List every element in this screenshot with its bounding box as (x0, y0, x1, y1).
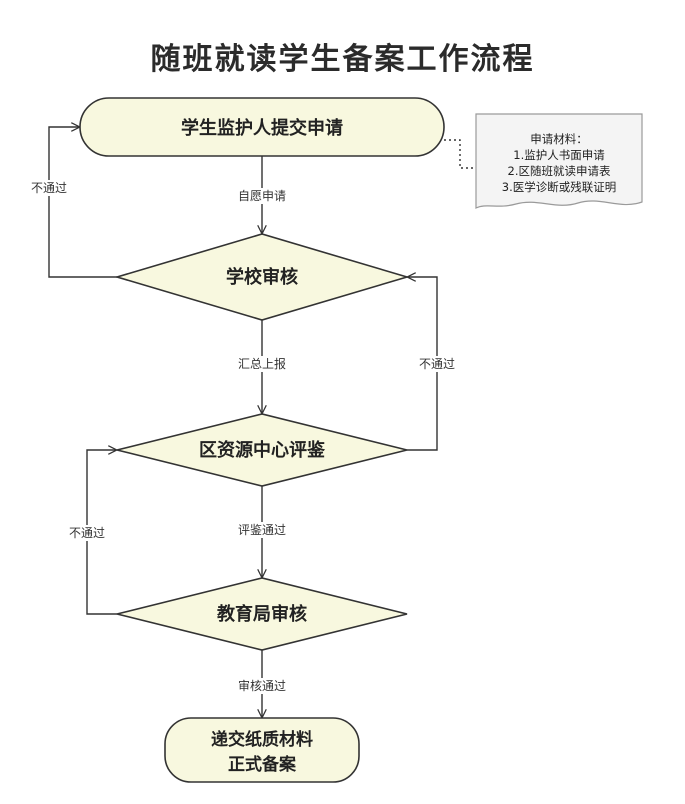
edge-label-approve-pass: 审核通过 (238, 678, 286, 693)
node-end-label-line1: 递交纸质材料 (211, 729, 313, 750)
edge-label-voluntary: 自愿申请 (238, 189, 286, 203)
edge-label-reject-center: 不通过 (419, 357, 455, 371)
note-header: 申请材料： (530, 132, 588, 146)
note-item: 1.监护人书面申请 (513, 148, 605, 162)
note-item: 3.医学诊断或残联证明 (502, 180, 616, 194)
node-start-label: 学生监护人提交申请 (181, 117, 343, 139)
node-end-shape (164, 717, 360, 783)
node-bureau-review-label: 教育局审核 (217, 603, 307, 625)
edge-label-summary: 汇总上报 (238, 356, 286, 371)
edge-label-reject-school: 不通过 (31, 181, 67, 195)
node-school-review-shape (114, 233, 410, 321)
edge-label-review-pass: 评鉴通过 (238, 523, 286, 537)
node-center-review-label: 区资源中心评鉴 (199, 439, 326, 461)
node-bureau-review-shape (116, 577, 408, 651)
note-item: 2.区随班就读申请表 (508, 164, 611, 178)
node-school-review-label: 学校审核 (226, 266, 298, 288)
page-title: 随班就读学生备案工作流程 (150, 42, 535, 77)
edge-school-reject-loop (48, 127, 117, 278)
note-connector (444, 139, 476, 169)
node-end-label-line2: 正式备案 (228, 754, 297, 775)
note-document-shape (475, 113, 643, 209)
edge-label-reject-bureau: 不通过 (69, 526, 105, 540)
